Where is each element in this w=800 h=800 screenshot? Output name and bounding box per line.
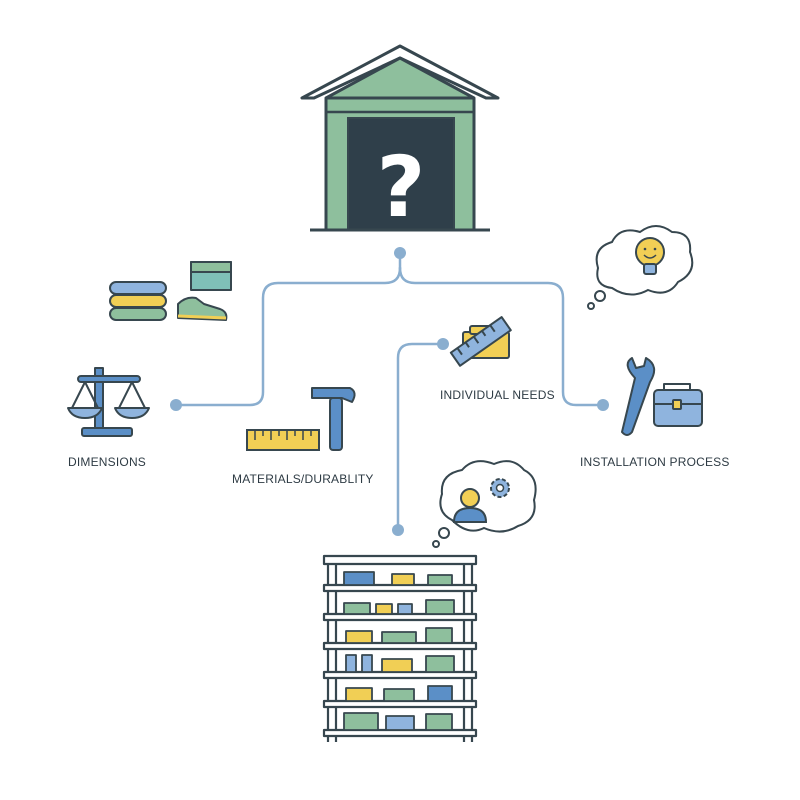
label-dimensions: DIMENSIONS	[68, 455, 147, 469]
shelving-unit-icon	[322, 554, 478, 742]
person-thought-bubble-icon	[432, 460, 537, 548]
label-materials-durability: MATERIALS/DURABLITY	[232, 472, 374, 486]
folded-clothes-icon	[109, 281, 167, 295]
garage-icon: ?	[300, 44, 500, 236]
label-installation-process: INSTALLATION PROCESS	[580, 455, 730, 469]
belongings-icon	[109, 261, 232, 321]
shelf-bins	[343, 571, 455, 731]
node-installation	[597, 399, 609, 411]
node-needs	[437, 338, 449, 350]
question-mark-icon: ?	[377, 138, 426, 236]
idea-bubble-icon	[587, 225, 694, 310]
garage-door	[347, 117, 455, 231]
label-individual-needs: INDIVIDUAL NEEDS	[440, 388, 555, 402]
wrench-icon	[621, 357, 656, 436]
connector-to-installation	[398, 266, 604, 407]
hammer-icon	[311, 387, 356, 451]
connector-nodes	[170, 247, 609, 536]
connector-to-shelf	[396, 342, 445, 530]
node-dimensions	[170, 399, 182, 411]
ruler-icon	[246, 429, 320, 451]
toolbox-ruler-icon	[449, 316, 512, 367]
balance-scale-icon	[67, 367, 150, 437]
node-shelf	[392, 524, 404, 536]
person-icon	[452, 488, 488, 523]
sneaker-icon	[177, 296, 228, 321]
connector-to-dimensions	[176, 266, 402, 407]
connector-lines	[176, 250, 604, 530]
node-hub	[394, 247, 406, 259]
lightbulb-icon	[635, 237, 665, 275]
toolbox-icon	[653, 383, 703, 427]
gear-icon	[490, 478, 510, 498]
